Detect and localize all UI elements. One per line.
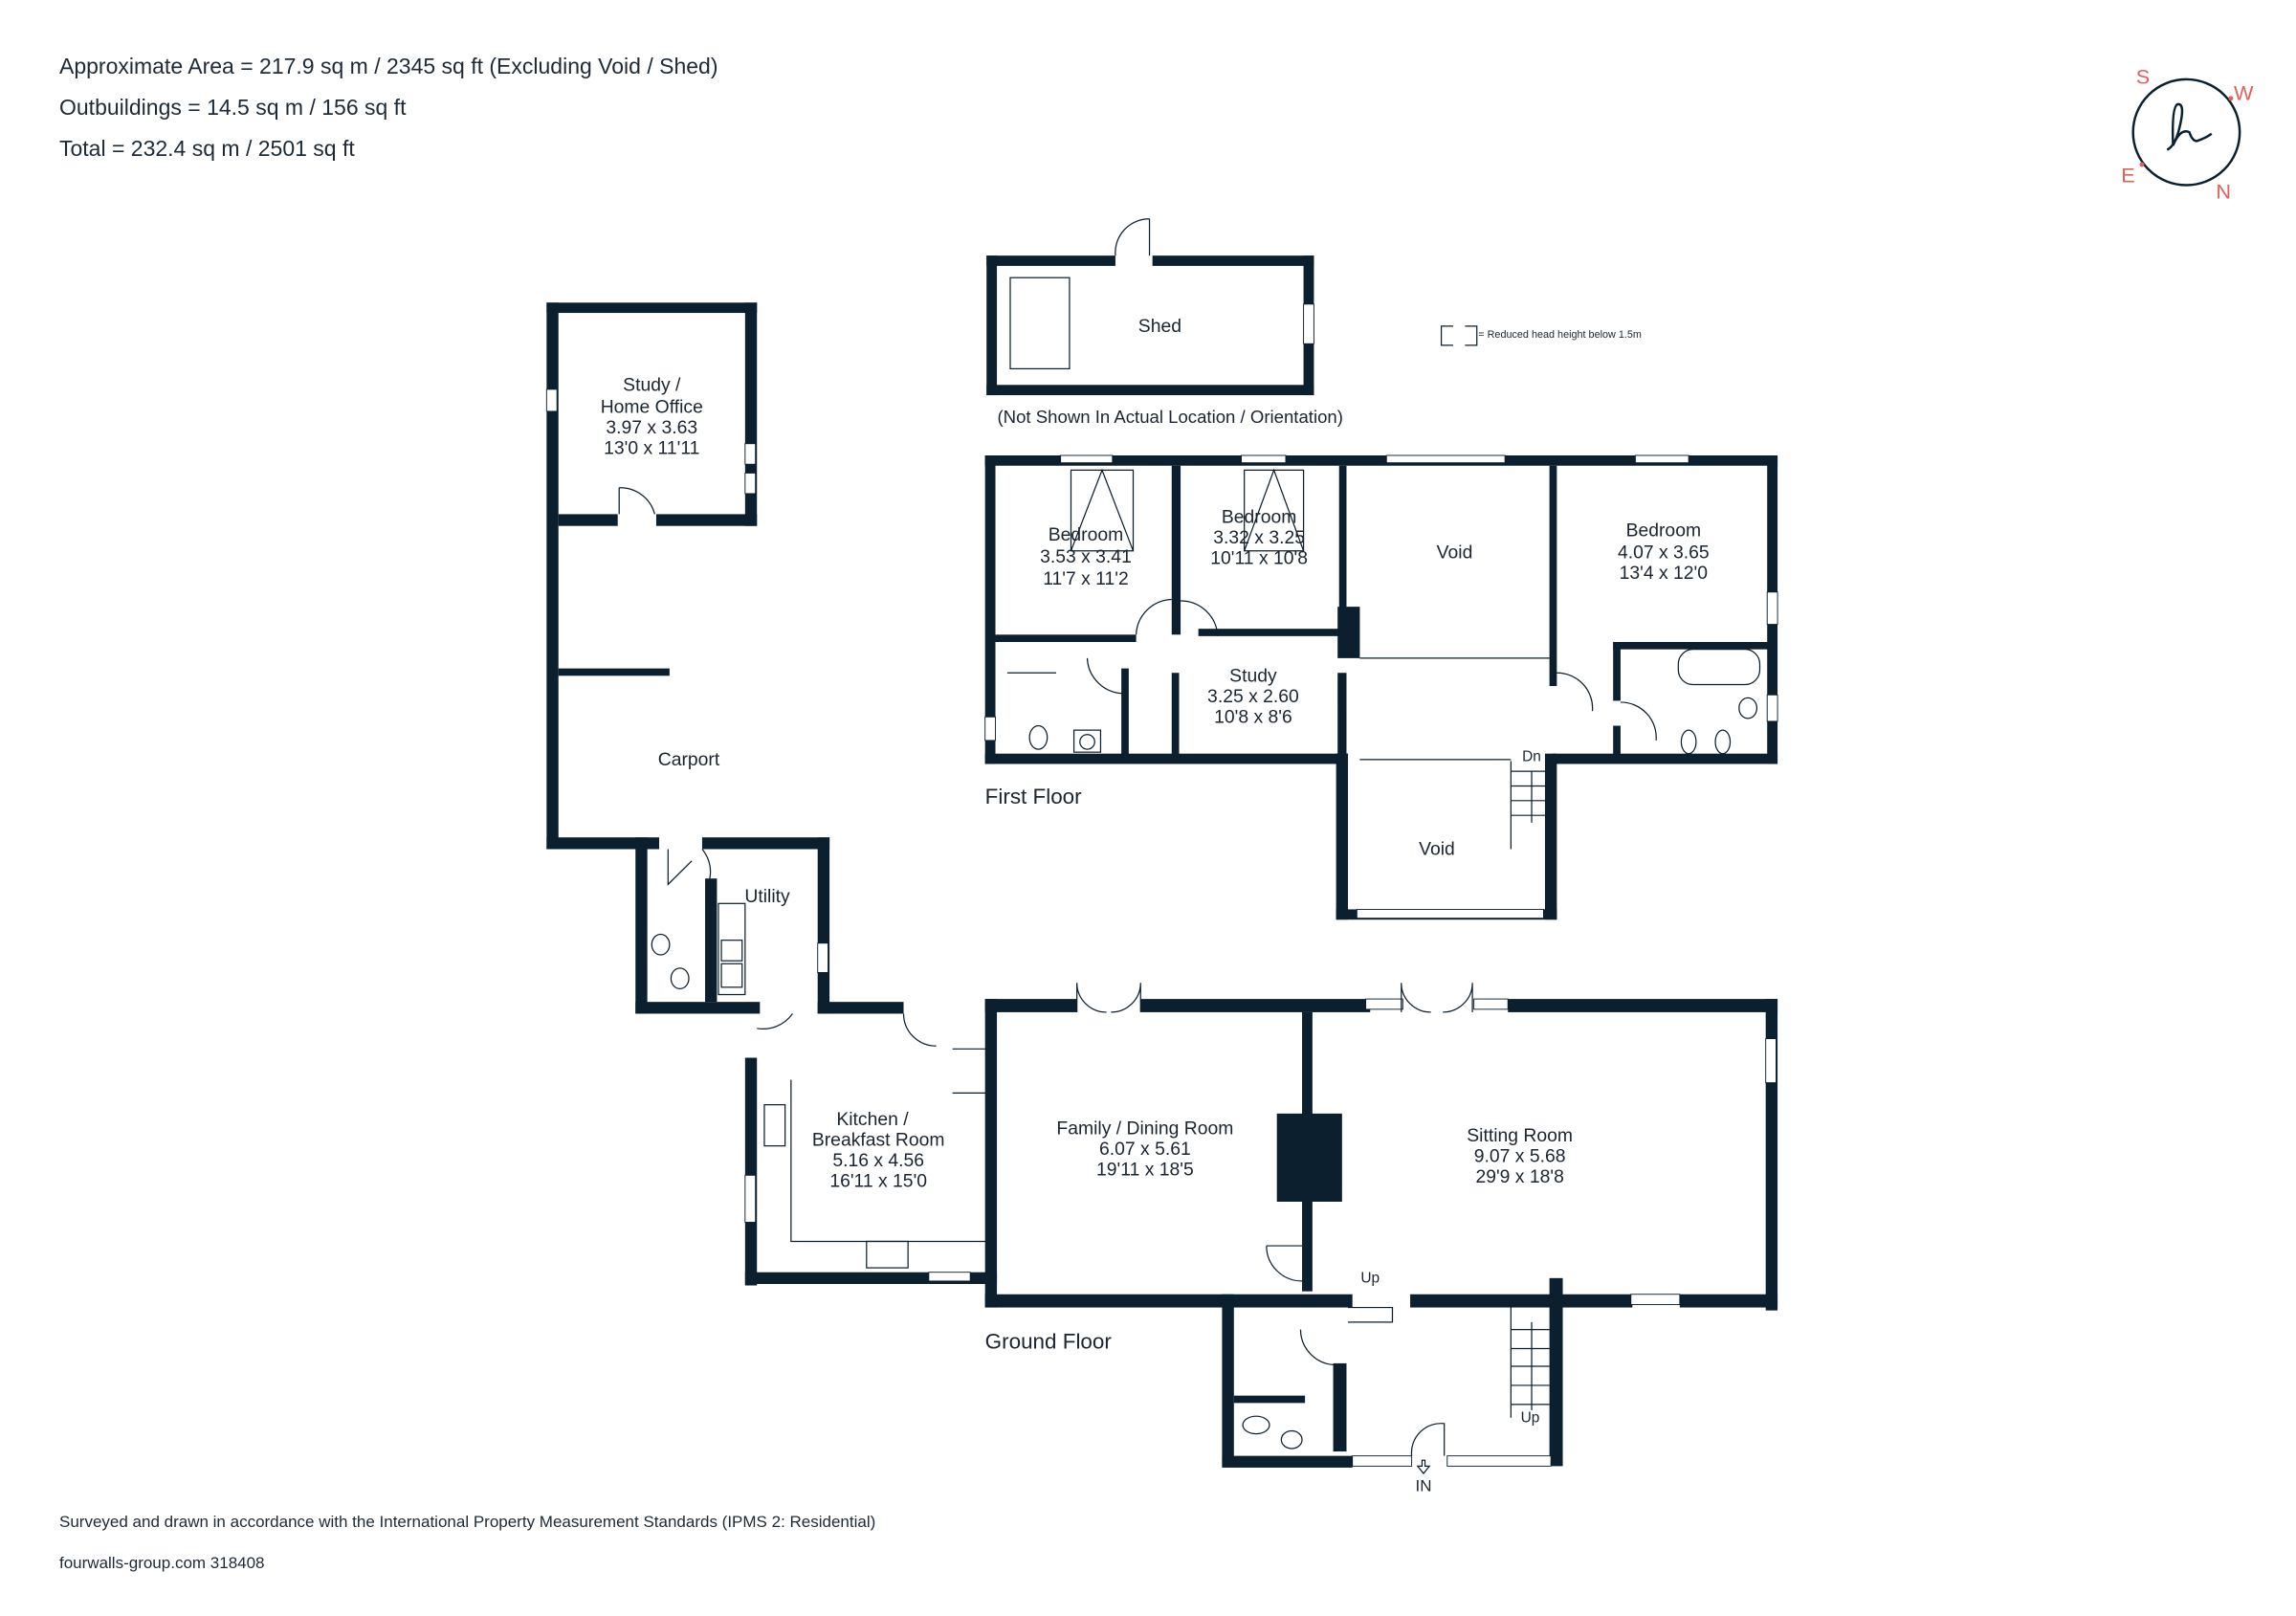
bedroom3-metric: 4.07 x 3.65 — [1618, 543, 1710, 564]
void1-label: Void — [1437, 543, 1473, 564]
bedroom2-name: Bedroom — [1222, 508, 1297, 528]
entrance-label: IN — [1415, 1477, 1431, 1495]
bedroom2-imperial: 10'11 x 10'8 — [1210, 549, 1308, 569]
carport-label: Carport — [658, 750, 720, 770]
bedroom3-imperial: 13'4 x 12'0 — [1620, 564, 1708, 584]
study-office-metric: 3.97 x 3.63 — [606, 418, 697, 438]
sitting-room-name: Sitting Room — [1467, 1126, 1573, 1146]
compass-s: S — [2136, 65, 2150, 89]
bedroom1-name: Bedroom — [1049, 525, 1124, 545]
void2-label: Void — [1419, 840, 1455, 860]
family-dining-metric: 6.07 x 5.61 — [1099, 1140, 1191, 1160]
first-floor: Dn Bedroom 3.53 x 3.41 11'7 x 11'2 Bedro… — [984, 454, 1778, 920]
ground-floor: Study / Home Office 3.97 x 3.63 13'0 x 1… — [545, 302, 1778, 1495]
reference-note: fourwalls-group.com 318408 — [59, 1554, 265, 1572]
standards-note: Surveyed and drawn in accordance with th… — [59, 1513, 876, 1531]
sitting-room-metric: 9.07 x 5.68 — [1474, 1147, 1566, 1167]
family-dining-imperial: 19'11 x 18'5 — [1096, 1160, 1194, 1180]
study-office-imperial: 13'0 x 11'11 — [604, 439, 699, 459]
not-shown-note: (Not Shown In Actual Location / Orientat… — [998, 407, 1343, 427]
shed: Shed — [986, 218, 1314, 396]
kitchen-imperial: 16'11 x 15'0 — [829, 1172, 927, 1192]
ground-floor-label: Ground Floor — [985, 1330, 1113, 1354]
bedroom1-imperial: 11'7 x 11'2 — [1043, 569, 1128, 589]
legend: = Reduced head height below 1.5m — [1440, 325, 1642, 346]
compass-logo-icon: S W E N — [2121, 65, 2254, 204]
approximate-area-text: Approximate Area = 217.9 sq m / 2345 sq … — [59, 54, 718, 78]
total-area-text: Total = 232.4 sq m / 2501 sq ft — [59, 136, 355, 161]
sitting-room-imperial: 29'9 x 18'8 — [1475, 1167, 1563, 1187]
kitchen-metric: 5.16 x 4.56 — [832, 1151, 924, 1171]
compass-e: E — [2121, 163, 2134, 187]
kitchen-name2: Breakfast Room — [812, 1131, 945, 1151]
shed-label: Shed — [1138, 317, 1181, 337]
bedroom1-metric: 3.53 x 3.41 — [1040, 547, 1132, 567]
study-ff-name: Study — [1229, 667, 1277, 687]
stairs-up-label-2: Up — [1521, 1409, 1540, 1426]
bedroom2-metric: 3.32 x 3.25 — [1213, 528, 1305, 548]
study-office-name2: Home Office — [601, 398, 703, 418]
compass-w: W — [2234, 80, 2254, 104]
legend-text: = Reduced head height below 1.5m — [1478, 329, 1642, 341]
kitchen-name1: Kitchen / — [836, 1110, 909, 1130]
bedroom3-name: Bedroom — [1626, 521, 1702, 542]
stairs-up-label-1: Up — [1360, 1271, 1380, 1287]
family-dining-name: Family / Dining Room — [1056, 1118, 1233, 1139]
outbuildings-area-text: Outbuildings = 14.5 sq m / 156 sq ft — [59, 95, 407, 120]
study-ff-imperial: 10'8 x 8'6 — [1214, 708, 1292, 728]
utility-label: Utility — [744, 887, 790, 907]
compass-n: N — [2216, 179, 2231, 203]
stairs-down-label: Dn — [1522, 748, 1541, 764]
first-floor-label: First Floor — [985, 785, 1083, 808]
study-office-name1: Study / — [623, 375, 681, 395]
study-ff-metric: 3.25 x 2.60 — [1207, 687, 1299, 707]
